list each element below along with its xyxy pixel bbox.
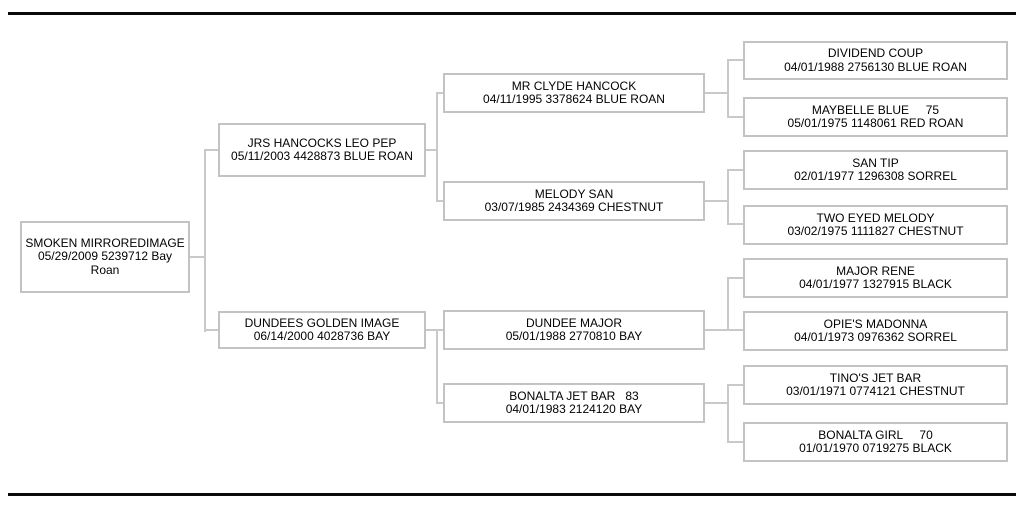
- horse-details: 04/11/1995 3378624 BLUE ROAN: [483, 92, 665, 106]
- connector-line: [727, 329, 743, 331]
- connector-line: [426, 149, 437, 151]
- horse-name: TINO'S JET BAR: [829, 370, 922, 385]
- pedigree-box-dams-dam: BONALTA JET BAR 83 04/01/1983 2124120 BA…: [443, 383, 705, 423]
- pedigree-box-gen4-1: DIVIDEND COUP 04/01/1988 2756130 BLUE RO…: [743, 41, 1008, 80]
- pedigree-box-gen4-8: BONALTA GIRL 70 01/01/1970 0719275 BLACK: [743, 422, 1008, 462]
- pedigree-box-gen4-3: SAN TIP 02/01/1977 1296308 SORREL: [743, 150, 1008, 190]
- top-rule: [8, 12, 1016, 15]
- connector-line: [727, 223, 743, 225]
- pedigree-box-dam: DUNDEES GOLDEN IMAGE 06/14/2000 4028736 …: [218, 311, 426, 349]
- bottom-rule: [8, 493, 1016, 496]
- pedigree-box-gen4-5: MAJOR RENE 04/01/1977 1327915 BLACK: [743, 258, 1008, 298]
- horse-details: 03/02/1975 1111827 CHESTNUT: [787, 224, 964, 238]
- connector-line: [727, 384, 743, 386]
- horse-name: DIVIDEND COUP: [827, 46, 924, 60]
- horse-details: 04/01/1973 0976362 SORREL: [794, 330, 957, 344]
- connector-line: [727, 116, 743, 118]
- horse-name: SAN TIP: [852, 155, 899, 170]
- horse-name: DUNDEES GOLDEN IMAGE: [244, 315, 400, 330]
- horse-name: DUNDEE MAJOR: [525, 315, 622, 330]
- horse-details: 01/01/1970 0719275 BLACK: [799, 441, 952, 455]
- horse-details: 05/01/1988 2770810 BAY: [505, 329, 643, 343]
- pedigree-box-gen4-2: MAYBELLE BLUE 75 05/01/1975 1148061 RED …: [743, 97, 1008, 137]
- horse-details: 04/01/1988 2756130 BLUE ROAN: [784, 59, 967, 74]
- pedigree-box-gen4-4: TWO EYED MELODY 03/02/1975 1111827 CHEST…: [743, 205, 1008, 245]
- horse-details: 04/01/1977 1327915 BLACK: [799, 277, 952, 291]
- horse-name: MAYBELLE BLUE 75: [811, 102, 940, 117]
- connector-line: [727, 384, 729, 443]
- connector-line: [436, 92, 438, 202]
- horse-details: 03/01/1971 0774121 CHESTNUT: [786, 384, 965, 398]
- pedigree-box-gen4-6: OPIE'S MADONNA 04/01/1973 0976362 SORREL: [743, 311, 1008, 351]
- connector-line: [204, 329, 218, 331]
- connector-line: [426, 329, 437, 331]
- horse-details: 06/14/2000 4028736 BAY: [253, 329, 391, 343]
- connector-line: [436, 329, 443, 331]
- connector-line: [705, 92, 728, 94]
- horse-details: 05/11/2003 4428873 BLUE ROAN: [231, 149, 413, 163]
- horse-name: MR CLYDE HANCOCK: [511, 78, 637, 93]
- pedigree-box-dams-sire: DUNDEE MAJOR 05/01/1988 2770810 BAY: [443, 310, 705, 350]
- pedigree-box-sires-sire: MR CLYDE HANCOCK 04/11/1995 3378624 BLUE…: [443, 73, 705, 113]
- connector-line: [727, 59, 743, 61]
- horse-details: 05/01/1975 1148061 RED ROAN: [787, 116, 964, 130]
- connector-line: [436, 92, 443, 94]
- connector-line: [727, 277, 743, 279]
- pedigree-box-gen4-7: TINO'S JET BAR 03/01/1971 0774121 CHESTN…: [743, 365, 1008, 405]
- connector-line: [727, 441, 743, 443]
- horse-name: TWO EYED MELODY: [816, 210, 935, 225]
- connector-line: [727, 169, 743, 171]
- horse-name: BONALTA JET BAR 83: [509, 388, 639, 403]
- connector-line: [436, 402, 443, 404]
- horse-name: MELODY SAN: [534, 186, 614, 201]
- horse-name: JRS HANCOCKS LEO PEP: [247, 135, 397, 150]
- pedigree-box-sires-dam: MELODY SAN 03/07/1985 2434369 CHESTNUT: [443, 181, 705, 221]
- connector-line: [705, 402, 728, 404]
- connector-line: [705, 200, 728, 202]
- connector-line: [204, 149, 206, 332]
- horse-name: MAJOR RENE: [836, 263, 915, 278]
- connector-line: [727, 169, 729, 225]
- connector-line: [705, 329, 728, 331]
- horse-details: 04/01/1983 2124120 BAY: [505, 402, 643, 416]
- connector-line: [190, 256, 206, 258]
- connector-line: [727, 59, 729, 118]
- connector-line: [436, 329, 438, 404]
- horse-details: 03/07/1985 2434369 CHESTNUT: [484, 200, 664, 214]
- horse-name: BONALTA GIRL 70: [818, 427, 933, 442]
- pedigree-box-sire: JRS HANCOCKS LEO PEP 05/11/2003 4428873 …: [218, 123, 426, 177]
- connector-line: [727, 277, 729, 331]
- pedigree-box-subject: SMOKEN MIRROREDIMAGE 05/29/2009 5239712 …: [20, 221, 190, 293]
- horse-details: 02/01/1977 1296308 SORREL: [794, 169, 957, 183]
- connector-line: [436, 200, 443, 202]
- horse-name: SMOKEN MIRROREDIMAGE: [25, 235, 185, 250]
- horse-name: OPIE'S MADONNA: [823, 316, 928, 331]
- connector-line: [204, 149, 218, 151]
- horse-details: 05/29/2009 5239712 Bay Roan: [37, 249, 176, 277]
